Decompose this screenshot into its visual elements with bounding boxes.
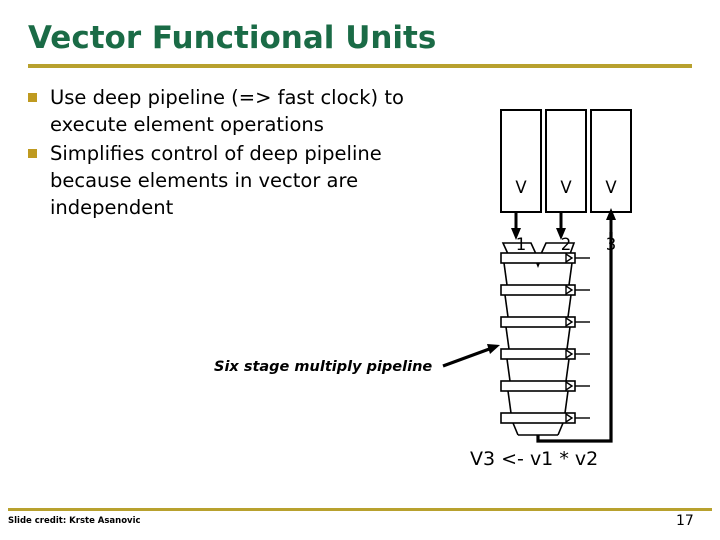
clock-triangle-icon-2 [565, 284, 574, 296]
register-label-v1-line1: V [515, 178, 527, 197]
register-label-v2-line1: V [560, 178, 572, 197]
page-title: Vector Functional Units [28, 20, 437, 56]
caption-pointer-line [442, 346, 493, 368]
pipeline-latch-3 [500, 316, 576, 328]
pipeline-stage-5-left-edge [506, 358, 511, 382]
operation-equation: V3 <- v1 * v2 [470, 448, 599, 470]
bullet-square-icon [28, 149, 37, 158]
clock-triangle-icon-5 [565, 380, 574, 392]
pipeline-latch-2 [500, 284, 576, 296]
clock-triangle-icon-4 [565, 348, 574, 360]
register-label-v3: V 3 [591, 140, 631, 273]
pipeline-latch-6 [500, 412, 576, 424]
pipeline-stage-5-right-edge [565, 358, 570, 382]
clock-triangle-icon-3 [565, 316, 574, 328]
register-label-v3-line2: 3 [605, 235, 617, 254]
title-divider [28, 64, 692, 68]
register-label-v2: V 2 [546, 140, 586, 273]
pipeline-tail-left-edge [512, 422, 519, 436]
list-item: Simplifies control of deep pipeline beca… [28, 140, 408, 221]
pipeline-tail-right-edge [557, 422, 564, 436]
bullet-square-icon [28, 93, 37, 102]
bullet-list: Use deep pipeline (=> fast clock) to exe… [28, 84, 408, 223]
register-label-v2-line2: 2 [560, 235, 572, 254]
pipeline-stage-6-left-edge [507, 390, 512, 414]
pipeline-stage-3-right-edge [567, 294, 572, 318]
page-number: 17 [676, 513, 694, 529]
bullet-text: Simplifies control of deep pipeline beca… [50, 142, 382, 219]
caption-pointer-arrowhead [487, 344, 500, 354]
slide-credit: Slide credit: Krste Asanovic [8, 516, 141, 526]
register-label-v1-line2: 1 [515, 235, 527, 254]
list-item: Use deep pipeline (=> fast clock) to exe… [28, 84, 408, 138]
register-label-v3-line1: V [605, 178, 617, 197]
pipeline-stage-6-right-edge [564, 390, 569, 414]
footer-divider [8, 508, 712, 511]
bullet-text: Use deep pipeline (=> fast clock) to exe… [50, 86, 404, 136]
pipeline-stage-4-right-edge [566, 326, 571, 350]
pipeline-latch-5 [500, 380, 576, 392]
clock-triangle-icon-6 [565, 412, 574, 424]
pipeline-caption: Six stage multiply pipeline [214, 359, 433, 375]
register-label-v1: V 1 [501, 140, 541, 273]
pipeline-stage-4-left-edge [505, 326, 510, 350]
pipeline-latch-4 [500, 348, 576, 360]
pipeline-stage-3-left-edge [504, 294, 509, 318]
